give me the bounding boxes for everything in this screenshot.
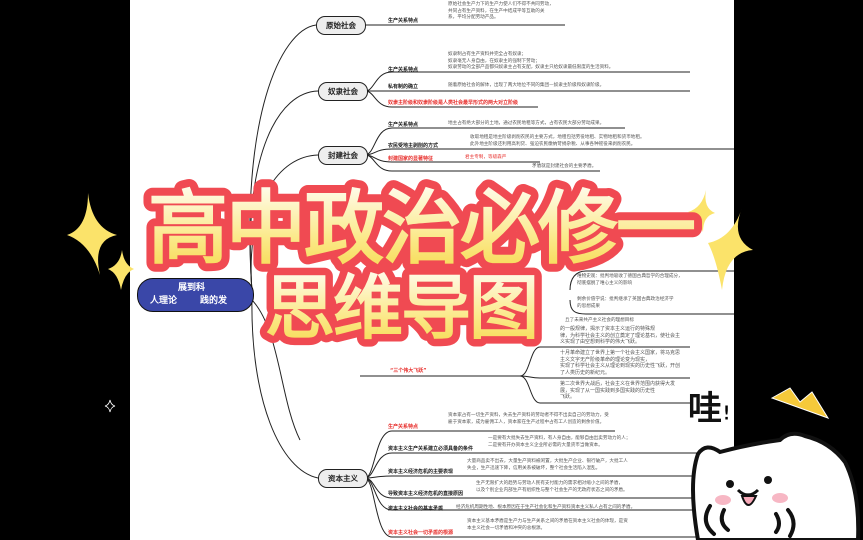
branch-desc: 随着原始社会的解体，出现了两大地位不同的集团—奴隶主阶级和奴隶阶级。: [448, 83, 605, 88]
source-surplus-value: 剩余价值学说：批判继承了英国古典政治经济学的思想成果: [577, 297, 674, 309]
sparkle-icon: [104, 399, 116, 413]
branch-label[interactable]: 生产关系特点: [388, 18, 419, 24]
sparkle-icon: [67, 193, 117, 275]
branch-desc: 经济危机周期性地、根本原因在于生产社会化和生产资料资本主义私人占有之间的矛盾。: [456, 505, 636, 510]
branch-desc: 收取地租是地主阶级剥削农民的主要方式，地租包括劳役地租、实物地租和货币地租。此外…: [470, 135, 645, 147]
crown-icon: [770, 387, 830, 419]
branch-label[interactable]: 生产关系特点: [388, 122, 419, 128]
exclaim-text: 哇!: [688, 389, 732, 429]
branch-label[interactable]: 生产关系特点: [388, 67, 419, 73]
branch-label[interactable]: 封建国家的显著特征: [388, 156, 434, 162]
branch-desc: 地主占有绝大部分的土地，通过农民地租等方式，占有农民大部分劳动成果。: [448, 121, 605, 126]
branch-desc: 资本家占有一切生产资料，失去生产资料的劳动者不得不出卖自己的劳动力，受雇于资本家…: [448, 413, 609, 425]
branch-desc: 资本主义基本矛盾是生产力与生产关系之间的矛盾在资本主义社会的体现，是资本主义社会…: [467, 519, 628, 531]
node-slave-society[interactable]: 奴隶社会: [318, 82, 368, 101]
leap-desc: 十月革命建立了世界上第一个社会主义国家，将马克思主义文字无产阶级革命的理论变为现…: [560, 350, 681, 376]
goal-desc: 丘了未来共产主义社会的理想目标: [565, 318, 634, 323]
branch-label[interactable]: 私有制的确立: [388, 84, 419, 90]
branch-desc: 大量商品卖不出去，大量生产资料被闲置，大批生产企业、银行破产，大批工人失业，生产…: [467, 459, 628, 471]
branch-desc: 矛盾就是封建社会的主要矛盾。: [532, 164, 597, 169]
node-capitalism[interactable]: 资本主义: [318, 469, 368, 488]
mindmap-connectors: [249, 24, 734, 538]
leap-desc: 第二次世界大战后，社会主义在世界范围内获得大发展，实现了从一国实践到多国实践的历…: [560, 381, 676, 400]
three-leaps-label[interactable]: “三个伟大飞跃”: [390, 368, 427, 374]
branch-desc: 君主专制，等级森严: [465, 155, 507, 160]
branch-label[interactable]: 奴隶主阶级和奴隶阶级是人类社会最早形式的两大对立阶级: [388, 100, 519, 106]
branch-label[interactable]: 资本主义生产关系建立必须具备的条件: [388, 446, 474, 452]
sparkle-icon: [708, 208, 753, 290]
leap-desc: 的一般规律，揭示了资本主义运行的特殊规律，为科学社会主义的创立奠定了理论基石，使…: [560, 326, 681, 345]
branch-label[interactable]: 农民受地主剥削的方式: [388, 143, 439, 149]
branch-label[interactable]: 生产关系特点: [388, 424, 419, 430]
sparkle-icon: [688, 190, 715, 232]
mindmap-canvas: 原始社会 生产关系特点 原始社会生产力下的生产力使人们不得不共同劳动，共同占有生…: [130, 0, 734, 540]
branch-label[interactable]: 资本主义经济危机的主要表现: [388, 469, 454, 475]
branch-label[interactable]: 资本主义社会的基本矛盾: [388, 506, 444, 512]
branch-label[interactable]: 资本主义社会一切矛盾的根源: [388, 530, 454, 536]
branch-desc: 一是要有大批失去生产资料，有人身自由，能够自由出卖劳动力的人；二是要有开办资本主…: [488, 436, 631, 448]
central-topic-node[interactable]: 展到科 人理论 践的发: [137, 278, 254, 312]
branch-desc: 原始社会生产力下的生产力使人们不得不共同劳动，共同占有生产资料，在生产中结成平等…: [448, 2, 554, 20]
sparkle-icon: [108, 250, 134, 290]
branch-label[interactable]: 导致资本主义经济危机的直接原因: [388, 491, 464, 497]
node-feudal-society[interactable]: 封建社会: [318, 146, 368, 165]
source-historical-materialism: 唯物史观：批判地吸收了德国古典哲学的合理成分，彻底摆脱了唯心主义的影响: [577, 274, 683, 286]
branch-desc: 奴隶制占有生产资料并完全占有奴隶；奴隶毫无人身自由，在奴隶主的强制下劳动；奴隶劳…: [448, 52, 614, 70]
node-primitive-society[interactable]: 原始社会: [316, 16, 366, 35]
cat-sticker: [691, 431, 861, 540]
branch-desc: 生产无限扩大的趋势与劳动人民有支付能力的需求相对缩小之间的矛盾，以及个别企业内部…: [476, 481, 628, 493]
